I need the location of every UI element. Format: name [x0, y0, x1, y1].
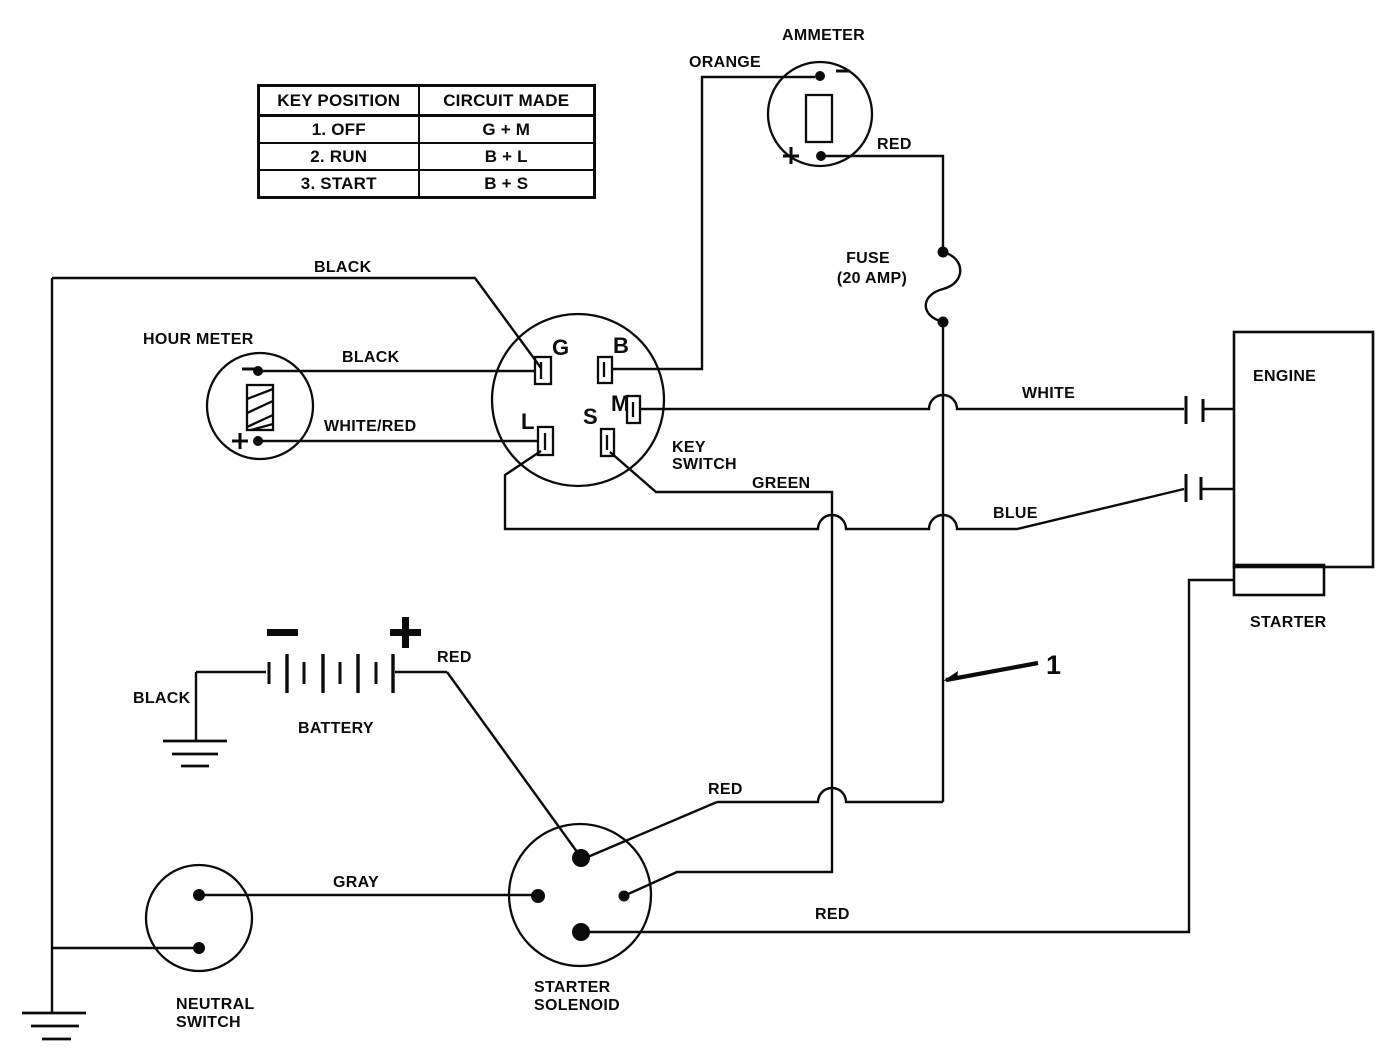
fuse-label-line1: FUSE — [846, 250, 890, 267]
table-row: 3. START B + S — [257, 169, 596, 199]
wire-blue — [503, 450, 1234, 531]
solenoid-terminal-top — [572, 849, 590, 867]
fuse-terminal-top — [937, 246, 949, 258]
wire-label-red-ammeter: RED — [877, 136, 912, 153]
table-cell-circuit: G + M — [417, 114, 596, 144]
wire-label-green: GREEN — [752, 475, 810, 492]
terminal-label-b: B — [613, 333, 629, 358]
starter-label: STARTER — [1250, 614, 1327, 631]
ammeter-label: AMMETER — [782, 27, 865, 44]
ammeter-terminal-top — [815, 71, 825, 81]
wire-label-white-red: WHITE/RED — [324, 418, 416, 435]
chassis-ground-icon — [22, 1011, 86, 1041]
battery-ground-icon — [163, 739, 227, 768]
battery-plus-icon — [390, 617, 421, 648]
table-cell-circuit: B + L — [417, 142, 596, 171]
terminal-label-l: L — [521, 409, 534, 434]
wire-label-red-solenoid-in: RED — [708, 781, 743, 798]
table-row: 2. RUN B + L — [257, 142, 596, 171]
wire-label-black-hour-meter: BLACK — [342, 349, 400, 366]
terminal-label-g: G — [552, 335, 569, 360]
solenoid-label-line2: SOLENOID — [534, 997, 620, 1014]
key-switch-label-line2: SWITCH — [672, 456, 737, 473]
key-position-table: KEY POSITION CIRCUIT MADE 1. OFF G + M 2… — [257, 84, 596, 199]
table-header-key-position: KEY POSITION — [257, 84, 420, 117]
callout-1-label: 1 — [1046, 650, 1061, 680]
callout-leader-line — [943, 660, 1039, 683]
table-row: 1. OFF G + M — [257, 114, 596, 144]
wire-label-black-battery: BLACK — [133, 690, 191, 707]
solenoid-terminal-bottom — [572, 923, 590, 941]
neutral-switch-symbol — [144, 863, 254, 973]
hour-meter-symbol — [205, 351, 315, 461]
table-cell-position: 3. START — [257, 169, 420, 199]
wire-green — [609, 451, 834, 897]
table-cell-position: 1. OFF — [257, 114, 420, 144]
hour-meter-label: HOUR METER — [143, 331, 254, 348]
table-header-row: KEY POSITION CIRCUIT MADE — [257, 84, 596, 117]
neutral-label-line1: NEUTRAL — [176, 996, 255, 1013]
wire-red-battery — [446, 671, 581, 857]
solenoid-terminal-right — [618, 890, 630, 902]
hour-meter-wires — [258, 369, 538, 443]
neutral-label-line2: SWITCH — [176, 1014, 241, 1031]
wire-white — [639, 393, 1234, 424]
wire-orange — [611, 75, 815, 371]
wire-red-starter — [584, 578, 1234, 934]
starter-box — [1232, 563, 1326, 597]
solenoid-label-line1: STARTER — [534, 979, 611, 996]
wire-label-red-battery: RED — [437, 649, 472, 666]
ammeter-symbol — [766, 60, 874, 168]
wire-label-red-starter: RED — [815, 906, 850, 923]
chassis-black-wire — [50, 276, 542, 1013]
table-cell-position: 2. RUN — [257, 142, 420, 171]
wire-label-gray: GRAY — [333, 874, 379, 891]
battery-label: BATTERY — [298, 720, 374, 737]
fuse-terminal-bottom — [937, 316, 949, 328]
terminal-label-s: S — [583, 404, 598, 429]
wire-label-orange: ORANGE — [689, 54, 761, 71]
table-cell-circuit: B + S — [417, 169, 596, 199]
engine-box — [1232, 330, 1375, 569]
fuse-symbol — [924, 250, 962, 324]
key-switch-symbol — [490, 312, 666, 488]
table-header-circuit-made: CIRCUIT MADE — [417, 84, 596, 117]
terminal-label-m: M — [611, 391, 629, 416]
battery-symbol — [196, 654, 447, 693]
battery-minus-icon — [267, 629, 298, 636]
wire-label-black-chassis: BLACK — [314, 259, 372, 276]
fuse-label-line2: (20 AMP) — [837, 270, 907, 287]
wire-label-blue: BLUE — [993, 505, 1038, 522]
key-switch-label-line1: KEY — [672, 439, 706, 456]
engine-label: ENGINE — [1253, 368, 1316, 385]
wire-label-white: WHITE — [1022, 385, 1075, 402]
neutral-terminal-bottom — [193, 942, 205, 954]
